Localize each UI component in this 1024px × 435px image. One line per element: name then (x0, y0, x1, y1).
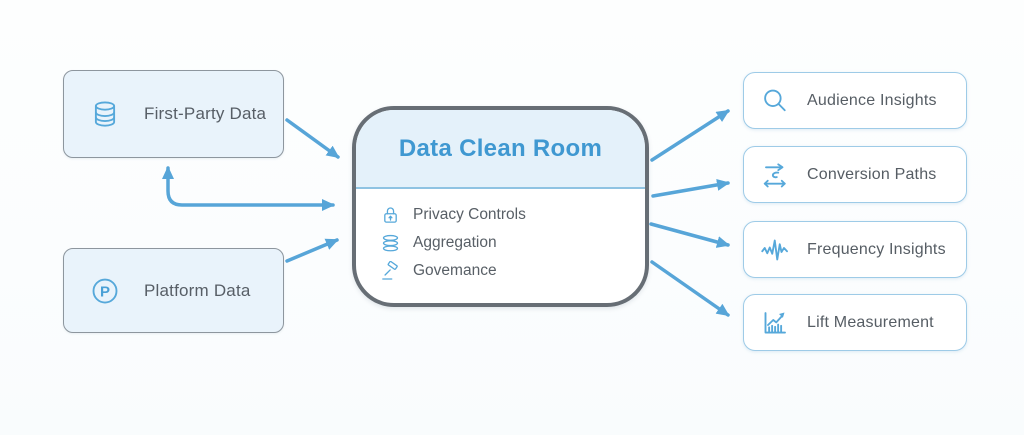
arrow-cleanroom-to-frequency (649, 222, 730, 248)
lock-icon (380, 205, 401, 226)
waveform-icon (760, 235, 790, 265)
node-conversion-paths: Conversion Paths (743, 146, 967, 203)
layers-icon (380, 233, 401, 254)
list-item-governance: Govemance (380, 260, 627, 282)
node-audience-insights: Audience Insights (743, 72, 967, 129)
arrow-cleanroom-to-lift (650, 260, 730, 317)
node-label: Audience Insights (807, 91, 937, 109)
node-label: Lift Measurement (807, 313, 934, 331)
node-platform-data: P Platform Data (63, 248, 284, 333)
node-lift-measurement: Lift Measurement (743, 294, 967, 351)
database-icon (90, 99, 120, 129)
p-circle-icon: P (90, 276, 120, 306)
arrow-cleanroom-to-audience (650, 109, 730, 162)
arrow-cleanroom-to-conversion (651, 178, 730, 198)
list-item-aggregation: Aggregation (380, 232, 627, 254)
node-first-party-data: First-Party Data (63, 70, 284, 158)
list-item-label: Govemance (413, 262, 497, 279)
arrow-cleanroom-firstparty-bidirectional (162, 166, 335, 211)
clean-room-title: Data Clean Room (398, 134, 603, 162)
growth-chart-icon (760, 308, 790, 338)
node-label: Platform Data (144, 280, 251, 300)
node-data-clean-room: Data Clean Room Privacy Controls (352, 106, 649, 307)
conversion-paths-icon (760, 160, 790, 190)
list-item-label: Privacy Controls (413, 206, 526, 223)
magnifier-icon (760, 86, 790, 116)
gavel-icon (380, 260, 401, 282)
node-label: First-Party Data (144, 104, 267, 123)
arrow-platform-to-cleanroom (285, 238, 339, 263)
clean-room-header: Data Clean Room (356, 110, 645, 189)
node-label: Conversion Paths (807, 165, 937, 183)
arrow-firstparty-to-cleanroom (285, 118, 340, 159)
svg-text:P: P (100, 283, 110, 300)
node-frequency-insights: Frequency Insights (743, 221, 967, 278)
list-item-privacy-controls: Privacy Controls (380, 204, 627, 226)
list-item-label: Aggregation (413, 234, 497, 251)
clean-room-feature-list: Privacy Controls Aggregation (356, 189, 645, 282)
node-label: Frequency Insights (807, 240, 946, 258)
